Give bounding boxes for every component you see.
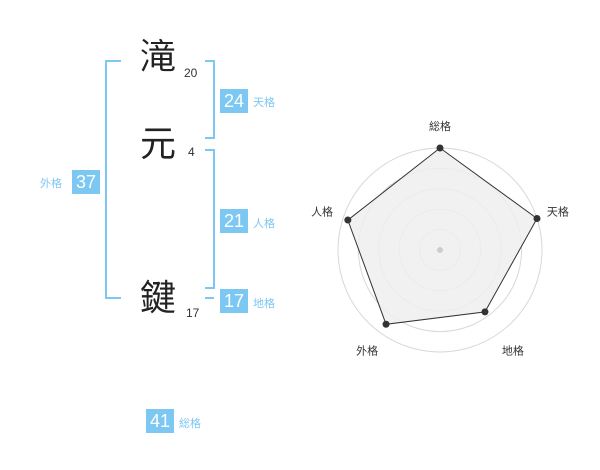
- tenkaku-label: 天格: [253, 96, 275, 109]
- gaikaku-bracket: [105, 60, 121, 299]
- name-char-2: 元: [140, 124, 177, 165]
- chikaku-label: 地格: [253, 297, 275, 310]
- name-char-3-strokes: 17: [186, 306, 200, 320]
- name-char-3: 鍵: [140, 278, 177, 319]
- radar-axis-label: 人格: [311, 205, 333, 219]
- gaikaku-score: 37: [72, 170, 100, 194]
- name-char-1-strokes: 20: [184, 66, 198, 80]
- soukaku-score: 41: [146, 409, 174, 433]
- chikaku-score: 17: [220, 289, 248, 313]
- gaikaku-label: 外格: [40, 177, 62, 190]
- radar-point: [533, 214, 541, 222]
- radar-center: [437, 247, 443, 253]
- radar-axis-label: 総格: [429, 119, 451, 133]
- soukaku-label: 総格: [179, 417, 201, 430]
- radar-point: [344, 216, 352, 224]
- jinkaku-label: 人格: [253, 217, 275, 230]
- radar-axis-label: 地格: [502, 343, 524, 357]
- name-char-2-strokes: 4: [188, 145, 195, 159]
- radar-point: [481, 308, 489, 316]
- radar-point: [382, 320, 390, 328]
- radar-axis-label: 外格: [356, 343, 378, 357]
- jinkaku-bracket: [205, 149, 215, 289]
- radar-point: [436, 144, 444, 152]
- tenkaku-score: 24: [220, 89, 248, 113]
- jinkaku-score: 21: [220, 209, 248, 233]
- name-char-1: 滝: [140, 37, 177, 78]
- radar-polygon: [347, 147, 538, 325]
- radar-points: [344, 144, 541, 328]
- radar-axis-label: 天格: [547, 205, 569, 219]
- tenkaku-bracket: [205, 60, 215, 139]
